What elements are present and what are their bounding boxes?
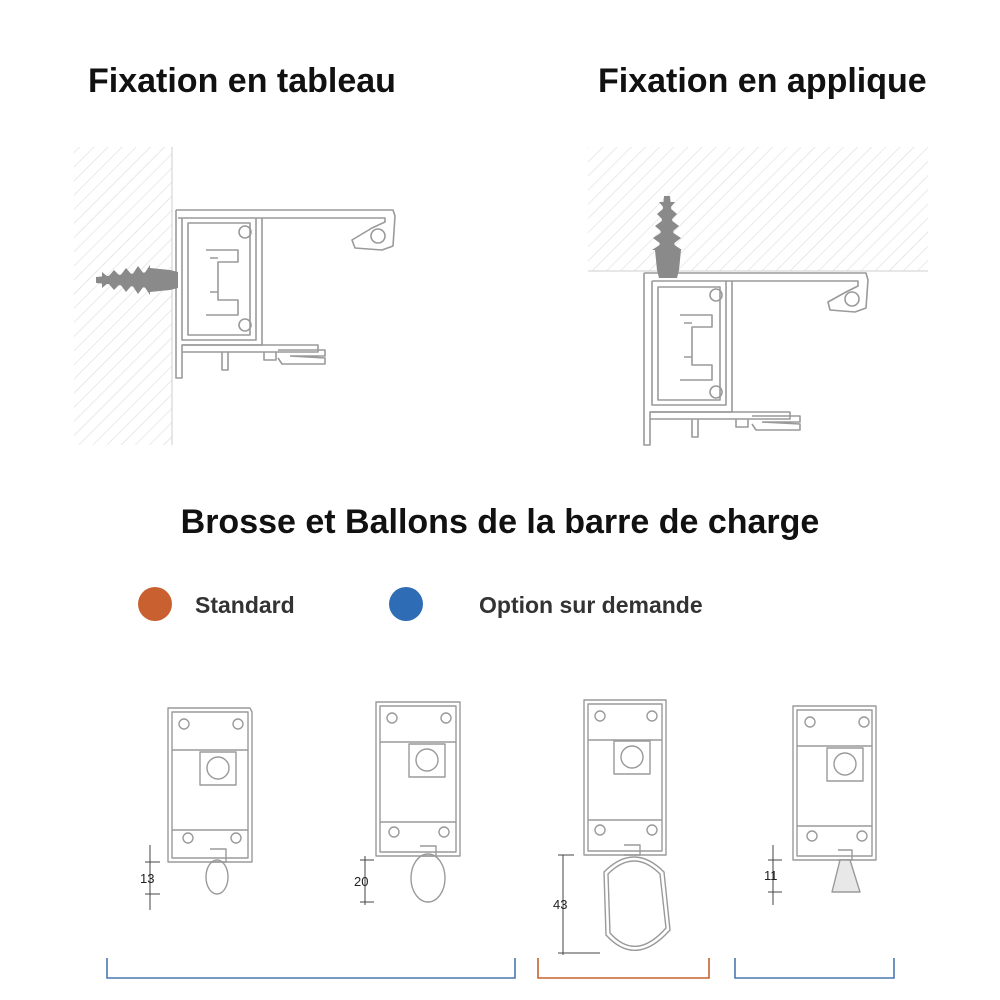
dimension-11: 11	[764, 868, 778, 883]
load-bar-profile-4	[792, 705, 877, 893]
ceiling-hatch-right	[588, 147, 928, 271]
anchor-icon-vertical	[652, 196, 682, 278]
legend-option-label: Option sur demande	[479, 592, 703, 618]
profile-tableau	[175, 209, 396, 379]
bracket-standard	[537, 958, 710, 979]
brush-icon	[831, 859, 861, 893]
profile-applique	[643, 272, 869, 446]
load-bar-profile-3	[583, 699, 671, 951]
bracket-option-right	[734, 958, 895, 979]
anchor-icon-horizontal	[96, 265, 178, 295]
legend-option-dot	[389, 587, 423, 621]
fixation-applique-drawing	[588, 147, 928, 446]
title-brosse-ballons: Brosse et Ballons de la barre de charge	[180, 503, 820, 541]
load-bar-profile-1	[167, 707, 253, 895]
legend-standard-dot	[138, 587, 172, 621]
dimension-13: 13	[140, 871, 155, 886]
load-bar-profile-2	[375, 701, 461, 903]
legend-standard-label: Standard	[195, 592, 295, 618]
bracket-option-left	[106, 958, 516, 979]
dimension-20: 20	[354, 874, 369, 889]
title-fixation-applique: Fixation en applique	[598, 62, 927, 100]
fixation-tableau-drawing	[74, 147, 396, 445]
title-fixation-tableau: Fixation en tableau	[88, 62, 396, 100]
dimension-43: 43	[553, 897, 568, 912]
wall-hatch-left	[74, 147, 172, 445]
